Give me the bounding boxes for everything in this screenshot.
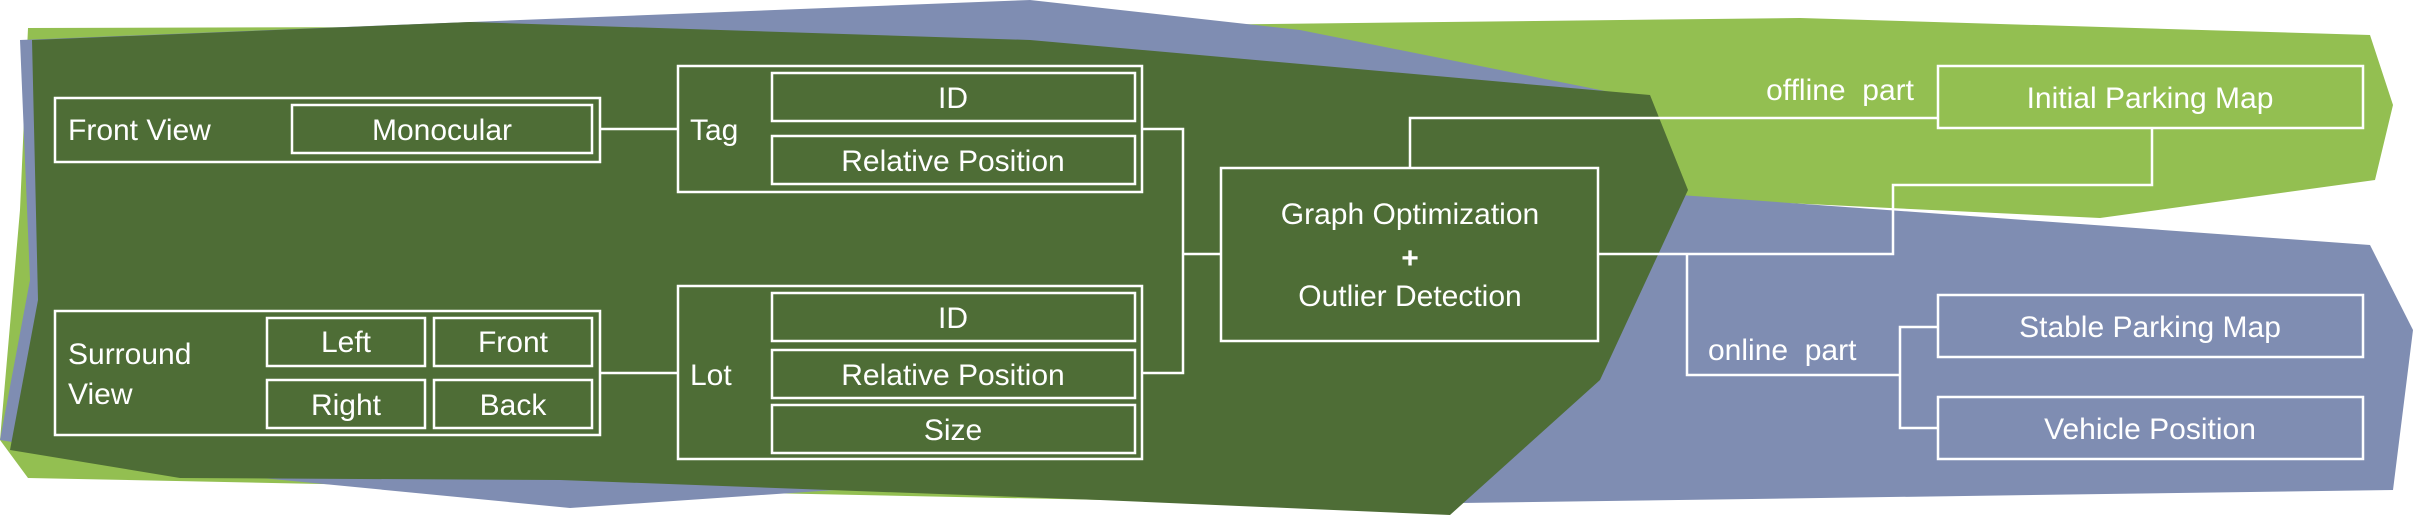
lot-size-box (770, 403, 1137, 455)
vehicle-position-box (1936, 395, 2365, 461)
online-part-label: online part (1708, 334, 1857, 367)
lot-block: Lot ID Relative Position Size (676, 284, 1144, 461)
camera-right-label: Right (311, 389, 382, 422)
wire-online-split (1898, 325, 1938, 375)
wire-online-branch (1685, 254, 1900, 377)
lot-label: Lot (690, 359, 732, 392)
monocular-box (290, 103, 594, 155)
lot-id-label: ID (938, 302, 968, 335)
stable-parking-map-box (1936, 293, 2365, 359)
wire-tag-to-optimizer (1142, 127, 1185, 254)
surround-view-block: Surround View Left Front Right Back (53, 309, 602, 437)
initial-parking-map-label: Initial Parking Map (2027, 82, 2274, 115)
offline-block: offline part Initial Parking Map (1766, 64, 2365, 130)
camera-back-box (432, 378, 594, 430)
front-view-label: Front View (68, 114, 211, 147)
tag-id-label: ID (938, 82, 968, 115)
camera-back-label: Back (480, 389, 548, 422)
camera-front-label: Front (478, 326, 549, 359)
optimizer-label-line2: + (1401, 242, 1419, 275)
wire-optimizer-to-offline (1408, 116, 1938, 168)
optimizer-box (1219, 166, 1600, 343)
camera-left-label: Left (321, 326, 372, 359)
front-view-box (53, 96, 602, 164)
lot-id-box (770, 291, 1137, 343)
vehicle-position-label: Vehicle Position (2044, 413, 2256, 446)
optimizer-label-line3: Outlier Detection (1298, 280, 1521, 313)
wire-lot-to-optimizer (1142, 254, 1185, 375)
camera-left-box (265, 316, 427, 368)
lot-relative-position-box (770, 348, 1137, 400)
tag-label: Tag (690, 114, 738, 147)
camera-front-box (432, 316, 594, 368)
tag-id-box (770, 71, 1137, 123)
wire-online-to-vehicle (1898, 375, 1938, 430)
wire-optimizer-to-online (1598, 128, 2154, 256)
lot-size-label: Size (924, 414, 982, 447)
surround-view-box (53, 309, 602, 437)
monocular-label: Monocular (372, 114, 512, 147)
tag-box (676, 64, 1144, 194)
optimizer-block: Graph Optimization + Outlier Detection (1219, 166, 1600, 343)
camera-right-box (265, 378, 427, 430)
optimizer-label-line1: Graph Optimization (1281, 198, 1539, 231)
sensing-region (10, 22, 1688, 515)
initial-parking-map-box (1936, 64, 2365, 130)
tag-relative-position-box (770, 134, 1137, 186)
connector-wires (600, 116, 2154, 430)
lot-relative-position-label: Relative Position (841, 359, 1064, 392)
tag-block: Tag ID Relative Position (676, 64, 1144, 194)
stable-parking-map-label: Stable Parking Map (2019, 311, 2281, 344)
offline-part-label: offline part (1766, 74, 1915, 107)
front-view-block: Front View Monocular (53, 96, 602, 164)
surround-view-label-line1: Surround (68, 338, 191, 371)
lot-box (676, 284, 1144, 461)
surround-view-label-line2: View (68, 378, 133, 411)
online-block: online part Stable Parking Map Vehicle P… (1708, 293, 2365, 461)
tag-relative-position-label: Relative Position (841, 145, 1064, 178)
